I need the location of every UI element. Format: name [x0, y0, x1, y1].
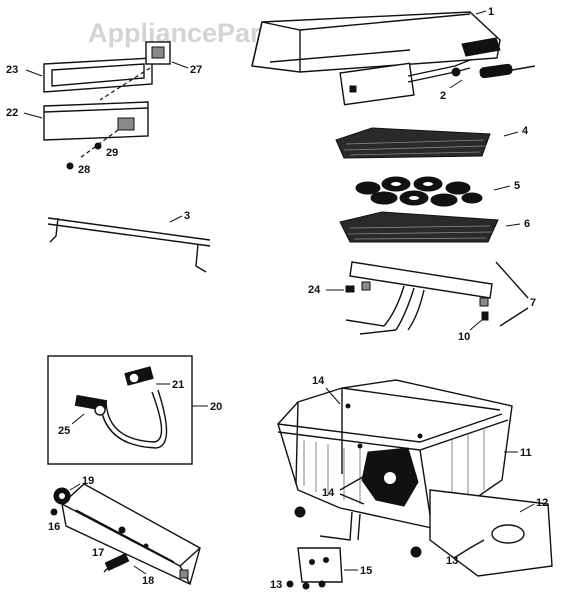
leader-10	[469, 319, 483, 331]
callout-11: 11	[520, 447, 532, 459]
callout-13a: 13	[446, 555, 458, 567]
callout-13b: 13	[270, 579, 282, 591]
callout-14a: 14	[312, 375, 325, 387]
leader-7a	[495, 261, 529, 299]
part-24-screw	[345, 285, 355, 293]
callout-22: 22	[6, 107, 18, 119]
leader-22	[23, 112, 43, 119]
callout-18: 18	[142, 575, 154, 587]
part-6-grate	[339, 211, 499, 243]
part-15-bracket	[297, 511, 361, 583]
part-19-knob	[53, 487, 71, 505]
part-27-plate	[145, 41, 171, 65]
callout-2: 2	[440, 90, 446, 102]
part-20-valve-hose	[47, 355, 193, 465]
part-16-screw	[50, 508, 58, 516]
callout-15: 15	[360, 565, 372, 577]
callout-24: 24	[308, 284, 321, 296]
leader-1	[475, 10, 487, 15]
leader-14b-2	[339, 493, 365, 505]
part-22-panel	[43, 101, 149, 141]
callout-3: 3	[184, 210, 190, 222]
callout-7: 7	[530, 297, 536, 309]
callout-17: 17	[92, 547, 104, 559]
part-29-screw	[94, 142, 102, 150]
callout-27: 27	[190, 64, 202, 76]
callout-25: 25	[58, 425, 70, 437]
leader-19	[69, 483, 81, 491]
part-3-bracket	[47, 217, 211, 273]
leader-5	[493, 185, 511, 191]
part-4-grate	[335, 127, 491, 159]
part-17-igniter	[103, 553, 130, 573]
callout-20: 20	[210, 401, 222, 413]
leader-13a	[453, 539, 485, 559]
callout-21: 21	[172, 379, 184, 391]
callout-1: 1	[488, 6, 494, 18]
leader-25	[71, 413, 85, 425]
part-13-screw-c	[318, 580, 326, 588]
callout-28: 28	[78, 164, 90, 176]
part-5-rocks	[355, 176, 483, 207]
part-23-panel	[43, 57, 153, 93]
leader-18	[133, 565, 147, 575]
callout-14b: 14	[322, 487, 335, 499]
callout-10: 10	[458, 331, 470, 343]
leader-3	[169, 215, 183, 223]
part-18-control-panel	[61, 483, 201, 585]
part-13-screw-a	[286, 580, 294, 588]
callout-6: 6	[524, 218, 530, 230]
leader-4	[503, 131, 519, 137]
callout-4: 4	[522, 125, 529, 137]
leader-12	[519, 503, 535, 513]
leader-23	[25, 69, 43, 77]
leader-14a	[325, 387, 341, 405]
leader-7b	[499, 307, 529, 327]
part-10-clip	[481, 311, 489, 321]
callout-12: 12	[536, 497, 548, 509]
part-28-screw	[66, 162, 74, 170]
callout-23: 23	[6, 64, 18, 76]
callout-5: 5	[514, 180, 520, 192]
part-lid	[251, 11, 536, 106]
leader-14b-1	[339, 473, 369, 491]
callout-16: 16	[48, 521, 60, 533]
leader-2	[449, 79, 463, 89]
callout-19: 19	[82, 475, 94, 487]
part-13-screw-b	[302, 582, 310, 590]
leader-27	[171, 61, 189, 69]
part-11-firebox	[277, 379, 513, 558]
part-7-burner	[345, 261, 493, 335]
dashed-connector	[99, 67, 151, 101]
callout-29: 29	[106, 147, 118, 159]
leader-6	[505, 223, 521, 227]
